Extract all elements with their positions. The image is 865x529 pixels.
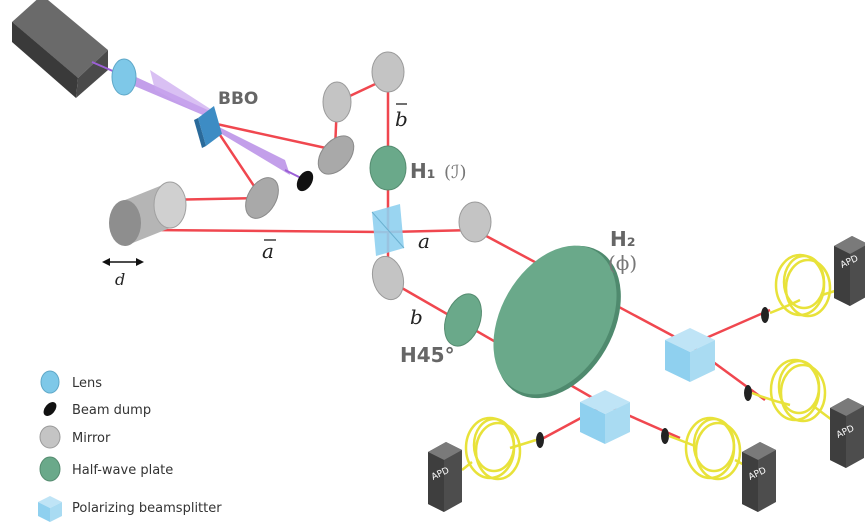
legend-label: Polarizing beamsplitter xyxy=(72,501,222,516)
half-wave-plate-h2 xyxy=(493,245,621,399)
legend: Lens Beam dump Mirror Half-wave plate Po… xyxy=(38,370,222,522)
mirror-icon xyxy=(245,177,279,219)
h2-param-label: (ϕ) xyxy=(608,251,637,275)
beam-paths xyxy=(149,76,771,442)
b-bar-label: b xyxy=(395,107,408,131)
legend-item-beam-dump: Beam dump xyxy=(43,402,151,418)
bbo-crystal xyxy=(194,106,222,148)
laser-source xyxy=(12,0,108,98)
half-wave-plate-icon xyxy=(39,456,61,482)
mirrors xyxy=(245,51,492,301)
legend-label: Lens xyxy=(72,376,102,391)
half-wave-plate-h1 xyxy=(369,145,407,191)
polarizing-beamsplitter-lower xyxy=(580,390,630,444)
legend-label: Beam dump xyxy=(72,403,151,418)
polarizing-beamsplitter-icon xyxy=(38,496,62,522)
b-label: b xyxy=(410,305,423,329)
central-beamsplitter xyxy=(371,204,405,256)
d-label: d xyxy=(115,270,125,289)
mirror-icon xyxy=(458,201,492,243)
apd-detector-2: APD xyxy=(830,398,864,468)
delay-line-retroreflector xyxy=(109,181,187,246)
beam-dump-icon xyxy=(296,170,314,192)
mirror-icon xyxy=(39,425,61,449)
legend-label: Half-wave plate xyxy=(72,463,173,478)
h1-param-label: (ℐ) xyxy=(444,162,467,183)
polarizing-beamsplitter-right xyxy=(665,328,715,382)
legend-item-half-wave-plate: Half-wave plate xyxy=(39,456,173,482)
a-bar-label: a xyxy=(262,239,274,263)
legend-item-mirror: Mirror xyxy=(39,425,111,449)
h2-label: H₂ xyxy=(610,227,636,251)
apd-detector-3: APD xyxy=(428,442,462,512)
apd-detector-4: APD xyxy=(742,442,776,512)
half-wave-plate-h45 xyxy=(444,293,482,347)
mirror-icon xyxy=(371,51,405,93)
pump-beam xyxy=(91,61,306,181)
bbo-label: BBO xyxy=(218,89,258,109)
a-label: a xyxy=(418,229,430,253)
h1-label: H₁ xyxy=(410,159,436,183)
apd-detector-1: APD xyxy=(834,236,865,306)
fiber-coils xyxy=(461,253,839,481)
legend-item-lens: Lens xyxy=(40,370,102,394)
mirror-icon xyxy=(322,81,352,123)
h45-label: H45° xyxy=(400,343,455,367)
mirror-icon xyxy=(317,135,355,175)
legend-item-polarizing-beamsplitter: Polarizing beamsplitter xyxy=(38,496,222,522)
lens-icon xyxy=(111,58,137,96)
delay-arrow xyxy=(102,258,144,266)
legend-label: Mirror xyxy=(72,431,111,446)
beam-dump-icon xyxy=(43,402,57,416)
fiber-couplers xyxy=(536,307,769,448)
lens-icon xyxy=(40,370,60,394)
mirror-icon xyxy=(371,255,405,301)
